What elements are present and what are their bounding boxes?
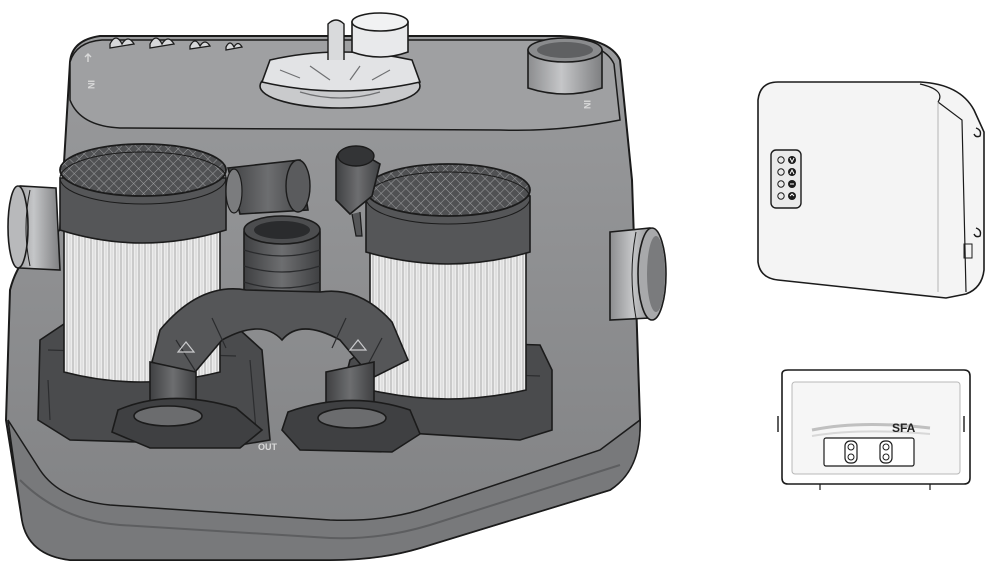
side-inlet-left [7,185,61,271]
remote-button-down[interactable] [879,440,893,464]
indicator-led-4 [777,192,785,200]
indicator-led-2 [777,168,785,176]
top-outlet-pipe [527,37,603,95]
control-box [757,81,985,299]
access-cover [259,12,422,109]
top-clips [109,37,244,51]
inlet-label-left: IN [86,80,96,89]
remote-led-down-icon [882,443,890,451]
motor-inlet-elbows [225,145,381,237]
remote-panel: SFA [777,369,971,490]
indicator-led-1 [777,156,785,164]
indicator-symbol-4-icon [788,192,796,200]
mount-hook-top-icon [973,127,982,138]
indicator-panel [770,149,802,209]
indicator-led-3 [777,180,785,188]
outlet-label: OUT [258,442,278,452]
inlet-arrow-left-icon [84,53,92,62]
remote-button-up[interactable] [844,440,858,464]
remote-led-up-icon [847,443,855,451]
tank-base-front [7,418,641,561]
mount-hook-bottom-icon [973,227,982,238]
brand-logo-text: SFA [892,421,916,435]
side-inlet-right [609,227,667,321]
inlet-label-right: IN [582,100,592,109]
base-groove [19,464,621,540]
pump-station: IN IN [4,12,667,561]
outlet-flanges [111,397,421,453]
